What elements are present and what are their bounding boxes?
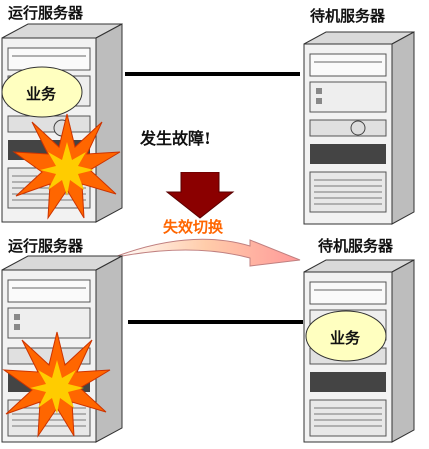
bottom-connection-line <box>128 320 303 324</box>
bottom-active-server-label: 运行服务器 <box>8 237 84 255</box>
failover-curved-arrow-icon <box>111 238 301 267</box>
top-standby-server-label: 待机服务器 <box>310 7 386 25</box>
bottom-service-label: 业务 <box>330 329 361 347</box>
failover-label: 失效切换 <box>163 218 224 236</box>
bottom-standby-server-label: 待机服务器 <box>318 237 394 255</box>
top-connection-line <box>125 72 300 76</box>
top-failure-explosion-icon <box>12 113 121 220</box>
top-standby-server <box>303 31 415 225</box>
bottom-failure-explosion-icon <box>2 331 111 438</box>
down-arrow-icon <box>165 172 235 219</box>
top-active-server-label: 运行服务器 <box>8 4 84 22</box>
bottom-service-bubble <box>305 310 387 362</box>
failure-label: 发生故障! <box>140 129 212 148</box>
top-service-label: 业务 <box>26 85 57 103</box>
top-service-bubble <box>1 66 83 118</box>
